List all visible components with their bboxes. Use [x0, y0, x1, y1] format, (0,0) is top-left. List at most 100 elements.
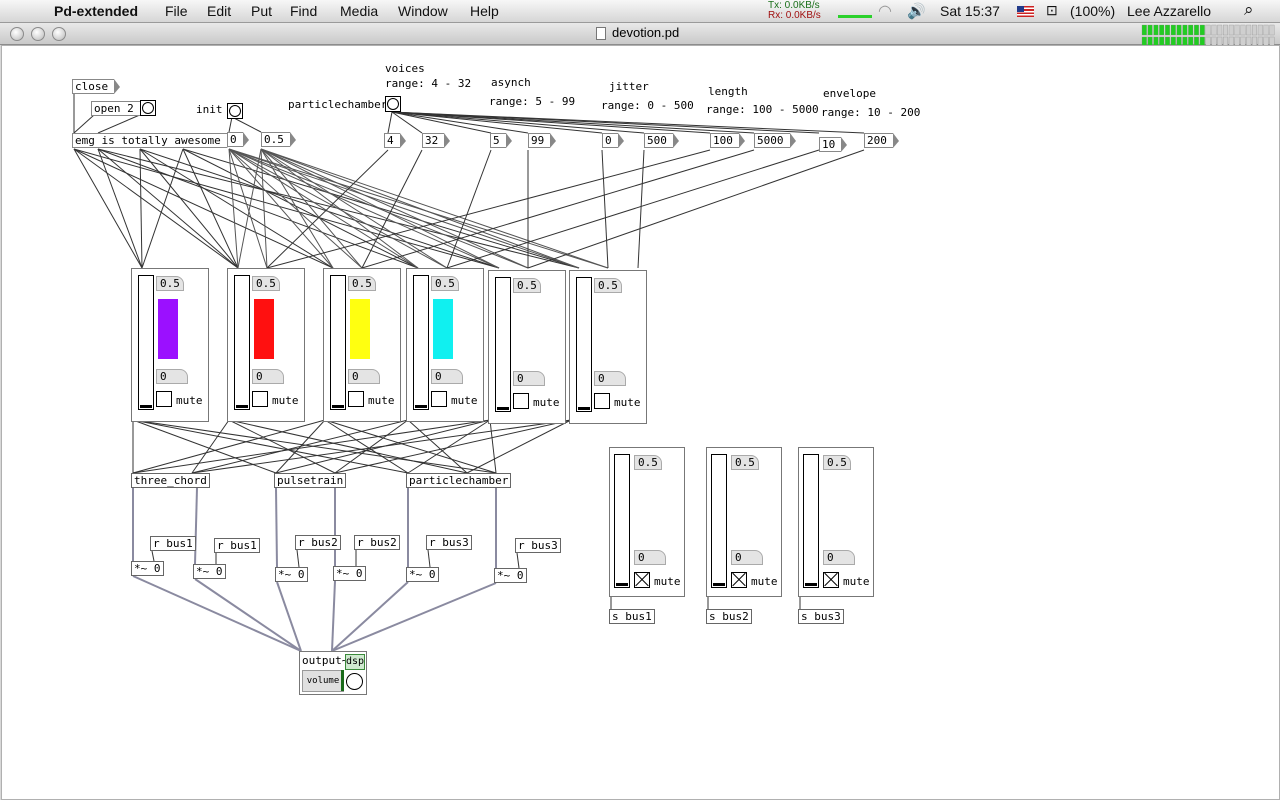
menu-find[interactable]: Find: [290, 3, 318, 19]
volume-slider[interactable]: [330, 275, 346, 410]
param-message[interactable]: 0.5: [261, 132, 296, 147]
minimize-window-icon[interactable]: [31, 27, 45, 41]
mute-toggle[interactable]: [513, 393, 529, 409]
volume-slider[interactable]: [234, 275, 250, 410]
level-display[interactable]: 0: [156, 369, 188, 384]
param-message[interactable]: 200: [864, 133, 899, 148]
send-object[interactable]: s bus1: [609, 609, 655, 624]
zoom-window-icon[interactable]: [52, 27, 66, 41]
color-swatch: [433, 299, 453, 359]
multiply-object[interactable]: *~ 0: [333, 566, 366, 581]
dsp-toggle[interactable]: dsp: [345, 654, 365, 670]
flag-icon[interactable]: [1017, 6, 1034, 17]
volume-slider[interactable]: [495, 277, 511, 412]
multiply-object[interactable]: *~ 0: [275, 567, 308, 582]
pulsetrain-object[interactable]: pulsetrain: [274, 473, 347, 488]
receive-object[interactable]: r bus1: [214, 538, 260, 553]
param-message[interactable]: 100: [710, 133, 745, 148]
param-message[interactable]: 10: [819, 137, 848, 152]
value-display[interactable]: 0.5: [348, 276, 376, 291]
volume-slider[interactable]: [413, 275, 429, 410]
mute-toggle[interactable]: [594, 393, 610, 409]
bus-mute-toggle[interactable]: [731, 572, 747, 588]
menu-window[interactable]: Window: [398, 3, 448, 19]
send-object[interactable]: s bus2: [706, 609, 752, 624]
patch-canvas[interactable]: close open 2 init particlechamber emg is…: [1, 45, 1280, 800]
bus-mute-label: mute: [751, 575, 778, 588]
mute-toggle[interactable]: [431, 391, 447, 407]
multiply-object[interactable]: *~ 0: [131, 561, 164, 576]
bus-volume-slider[interactable]: [614, 454, 630, 588]
level-display[interactable]: 0: [348, 369, 380, 384]
particlechamber-bang[interactable]: [385, 96, 401, 112]
bus-level-display[interactable]: 0: [731, 550, 763, 565]
bus-mute-toggle[interactable]: [823, 572, 839, 588]
menu-put[interactable]: Put: [251, 3, 273, 19]
volume-icon[interactable]: 🔊: [907, 3, 926, 20]
level-display[interactable]: 0: [513, 371, 545, 386]
particlechamber-object[interactable]: particlechamber: [406, 473, 512, 488]
bus-volume-slider[interactable]: [803, 454, 819, 588]
receive-object[interactable]: r bus2: [354, 535, 400, 550]
send-object[interactable]: s bus3: [798, 609, 844, 624]
level-display[interactable]: 0: [594, 371, 626, 386]
mute-toggle[interactable]: [252, 391, 268, 407]
level-display[interactable]: 0: [431, 369, 463, 384]
bus-level-display[interactable]: 0: [823, 550, 855, 565]
wifi-icon[interactable]: ◠: [878, 3, 892, 20]
receive-object[interactable]: r bus3: [515, 538, 561, 553]
multiply-object[interactable]: *~ 0: [406, 567, 439, 582]
close-message[interactable]: close: [72, 79, 121, 94]
output-bang[interactable]: [346, 673, 363, 690]
receive-object[interactable]: r bus2: [295, 535, 341, 550]
param-message[interactable]: 5000: [754, 133, 795, 148]
value-display[interactable]: 0.5: [156, 276, 184, 291]
level-display[interactable]: 0: [252, 369, 284, 384]
volume-slider[interactable]: volume: [302, 670, 344, 692]
bus-mute-toggle[interactable]: [634, 572, 650, 588]
bus-volume-slider[interactable]: [711, 454, 727, 588]
multiply-object[interactable]: *~ 0: [494, 568, 527, 583]
user-name[interactable]: Lee Azzarello: [1127, 3, 1212, 19]
menu-app-name[interactable]: Pd-extended: [54, 3, 139, 19]
emg-message[interactable]: emg is totally awesome: [72, 133, 233, 148]
window-titlebar[interactable]: devotion.pd: [0, 23, 1280, 45]
value-display[interactable]: 0.5: [594, 278, 622, 293]
param-message[interactable]: 500: [644, 133, 679, 148]
param-message[interactable]: 0: [602, 133, 624, 148]
spotlight-search-icon[interactable]: ⌕: [1244, 0, 1254, 19]
init-bang[interactable]: [227, 103, 243, 119]
receive-object[interactable]: r bus3: [426, 535, 472, 550]
value-display[interactable]: 0.5: [252, 276, 280, 291]
channel-strip: 0.5 0 mute: [131, 268, 209, 422]
value-display[interactable]: 0.5: [431, 276, 459, 291]
bus-level-display[interactable]: 0: [634, 550, 666, 565]
bus-value-display[interactable]: 0.5: [634, 455, 662, 470]
mute-toggle[interactable]: [156, 391, 172, 407]
close-window-icon[interactable]: [10, 27, 24, 41]
param-message[interactable]: 99: [528, 133, 557, 148]
clock[interactable]: Sat 15:37: [940, 3, 1000, 19]
menu-media[interactable]: Media: [340, 3, 379, 19]
menu-file[interactable]: File: [165, 3, 188, 19]
param-message[interactable]: 4: [384, 133, 406, 148]
volume-slider[interactable]: [576, 277, 592, 412]
value-display[interactable]: 0.5: [513, 278, 541, 293]
bus-value-display[interactable]: 0.5: [823, 455, 851, 470]
multiply-object[interactable]: *~ 0: [193, 564, 226, 579]
param-message[interactable]: 0: [227, 132, 249, 147]
three-chord-object[interactable]: three_chord: [131, 473, 210, 488]
open-bang[interactable]: [140, 100, 156, 116]
length-range: range: 100 - 5000: [706, 103, 819, 116]
param-message[interactable]: 5: [490, 133, 512, 148]
menu-help[interactable]: Help: [470, 3, 499, 19]
mute-toggle[interactable]: [348, 391, 364, 407]
param-message[interactable]: 32: [422, 133, 451, 148]
receive-object[interactable]: r bus1: [150, 536, 196, 551]
battery-icon[interactable]: ⊡: [1046, 2, 1058, 18]
open-message[interactable]: open 2: [91, 101, 146, 116]
bus-value-display[interactable]: 0.5: [731, 455, 759, 470]
volume-slider-knob: [341, 670, 344, 691]
volume-slider[interactable]: [138, 275, 154, 410]
menu-edit[interactable]: Edit: [207, 3, 232, 19]
